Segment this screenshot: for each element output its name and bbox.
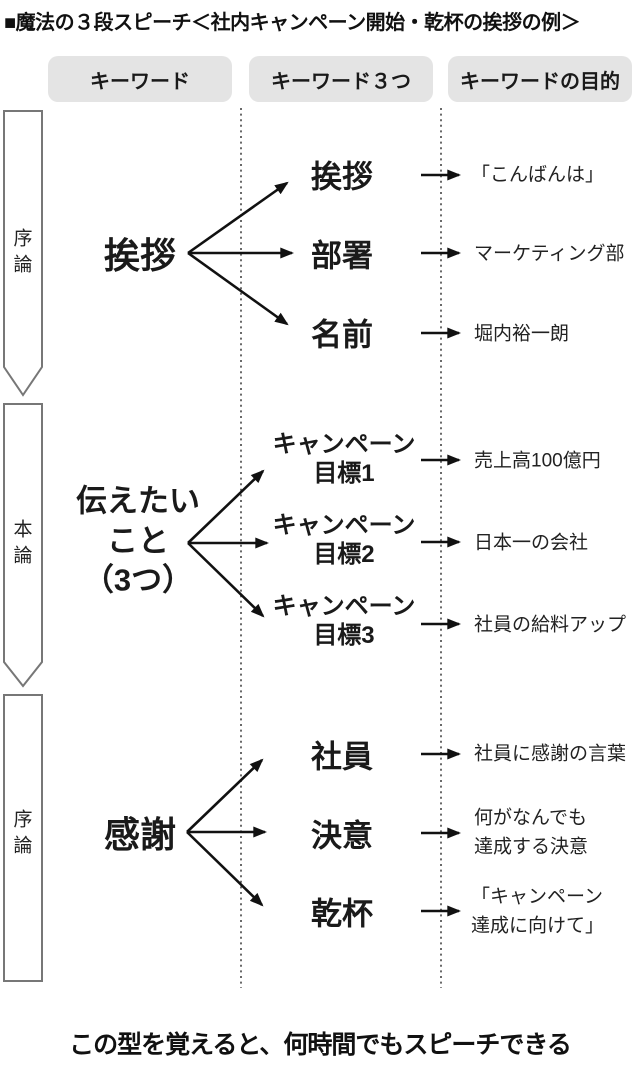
main-keyword-greeting: 挨拶 [103,235,177,276]
purpose-arrows [421,169,462,917]
purpose-text: 売上高100億円 [474,450,601,472]
column-header-three-keywords: キーワード３つ [249,56,433,102]
main-keyword-thanks: 感謝 [103,814,177,855]
caption: この型を覚えると、何時間でもスピーチできる [69,1031,572,1059]
fan-arrows-section-3 [186,758,268,907]
sub-keyword: 社員 [311,739,373,775]
sub-keyword: 乾杯 [311,896,373,932]
sub-keyword: 挨拶 [311,159,373,195]
sub-keyword: キャンペーン 目標1 [272,431,416,487]
sub-keyword: キャンペーン 目標2 [272,512,416,568]
purpose-text: 社員の給料アップ [474,614,627,636]
main-keyword-message: 伝えたい こと （3つ） [76,483,200,598]
stage-label-close: 序論 [13,809,33,856]
purpose-text: 社員に感謝の言葉 [474,743,627,765]
sub-keyword: 決意 [311,818,373,854]
page-title: ■魔法の３段スピーチ＜社内キャンペーン開始・乾杯の挨拶の例＞ [4,12,581,34]
purpose-text: 日本一の会社 [474,532,589,554]
column-header-keyword: キーワード [48,56,232,102]
purpose-text: 何がなんでも 達成する決意 [474,807,589,858]
stage-label-body: 本論 [13,519,33,566]
fan-arrows-section-1 [187,181,295,326]
sub-keyword: キャンペーン 目標3 [272,593,416,649]
sub-keyword: 部署 [311,238,373,274]
stage-label-intro: 序論 [13,228,33,275]
purpose-text: 堀内裕一朗 [474,323,570,345]
purpose-text: 「キャンペーン 達成に向けて」 [471,886,605,937]
column-header-keyword-purpose: キーワードの目的 [448,56,632,102]
sub-keyword: 名前 [311,317,373,353]
purpose-text: 「こんばんは」 [471,164,605,186]
purpose-text: マーケティング部 [474,243,625,265]
